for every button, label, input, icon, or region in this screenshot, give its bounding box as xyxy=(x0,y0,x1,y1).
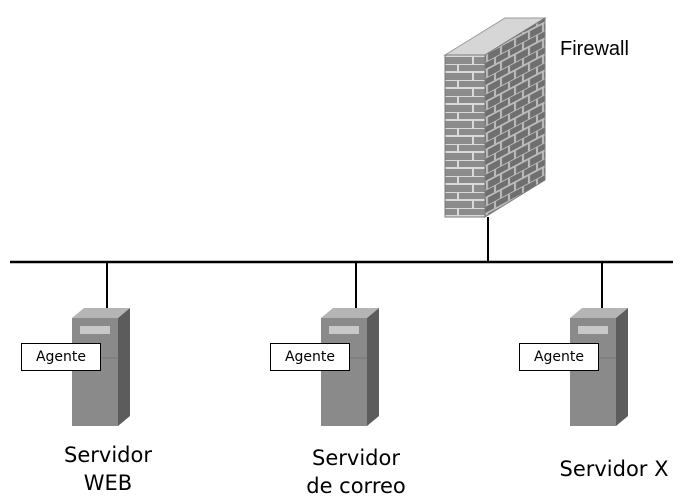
server-label-correo: Servidor de correo xyxy=(286,444,426,500)
agent-box-correo: Agente xyxy=(270,343,350,371)
server-label-web: Servidor WEB xyxy=(38,441,178,497)
server-label-line1: Servidor xyxy=(64,443,152,467)
agent-label: Agente xyxy=(533,349,585,365)
firewall-side xyxy=(484,17,546,218)
firewall-front xyxy=(444,54,486,218)
server-label-line2: de correo xyxy=(306,474,406,498)
server-label-x: Servidor X xyxy=(545,455,683,483)
agent-label: Agente xyxy=(35,349,87,365)
agent-box-web: Agente xyxy=(21,343,101,371)
firewall-label: Firewall xyxy=(560,38,629,60)
server-label-line1: Servidor xyxy=(312,446,400,470)
server-tower-icon xyxy=(72,308,130,426)
agent-label: Agente xyxy=(284,349,336,365)
firewall-icon xyxy=(443,17,547,218)
server-label-line1: Servidor X xyxy=(559,457,669,481)
agent-box-x: Agente xyxy=(519,343,599,371)
server-label-line2: WEB xyxy=(83,471,133,495)
server-tower-icon xyxy=(321,308,379,426)
server-tower-icon xyxy=(570,308,628,426)
